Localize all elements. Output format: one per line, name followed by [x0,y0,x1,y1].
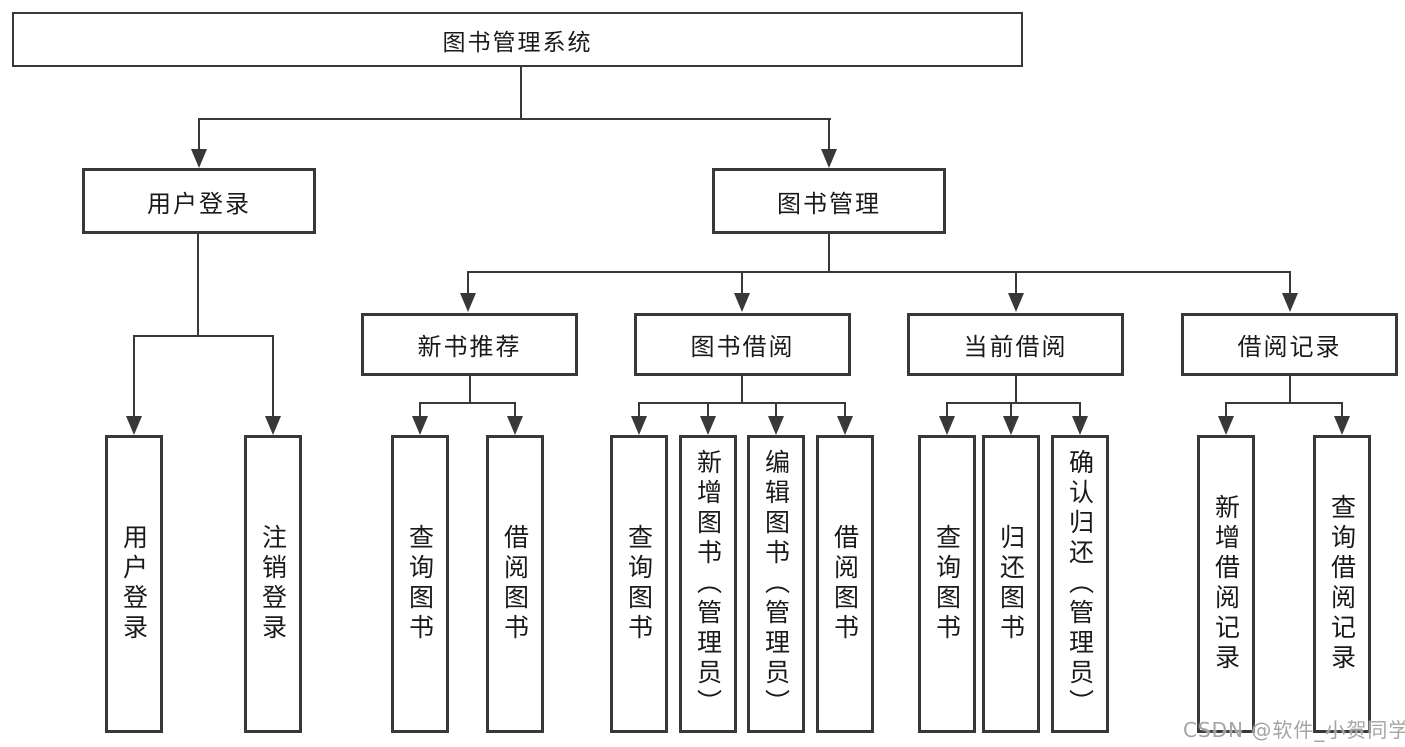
connector-line [520,66,522,119]
connector-line [419,402,421,418]
connector-line [197,234,199,337]
leaf-query-borrow-record: 查询借阅记录 [1313,435,1371,733]
leaf-logout: 注销登录 [244,435,302,733]
connector-line [638,402,846,404]
arrowhead-down [412,416,428,435]
connector-line [741,271,743,295]
arrowhead-down [1282,293,1298,312]
connector-line [775,402,777,418]
leaf-return-book: 归还图书 [982,435,1040,733]
arrowhead-down [734,293,750,312]
arrowhead-down [939,416,955,435]
leaf-borrow-books-1: 借阅图书 [486,435,544,733]
connector-line [1015,376,1017,404]
connector-line [198,118,200,151]
leaf-user-login: 用户登录 [105,435,163,733]
connector-line [467,271,469,295]
connector-line [1341,402,1343,418]
arrowhead-down [1334,416,1350,435]
arrowhead-down [507,416,523,435]
connector-line [133,335,274,337]
connector-line [707,402,709,418]
connector-line [469,376,471,404]
connector-line [1079,402,1081,418]
node-user-login: 用户登录 [82,168,316,234]
connector-line [844,402,846,418]
leaf-add-book-admin: 新增图书（管理员） [679,435,737,733]
connector-line [133,335,135,417]
connector-line [1289,271,1291,295]
node-current-borrow: 当前借阅 [907,313,1124,376]
connector-line [198,118,831,120]
leaf-add-borrow-record: 新增借阅记录 [1197,435,1255,733]
arrowhead-down [191,149,207,168]
connector-line [514,402,516,418]
connector-line [1225,402,1343,404]
leaf-confirm-return-admin: 确认归还（管理员） [1051,435,1109,733]
connector-line [1225,402,1227,418]
connector-line [467,271,1291,273]
node-new-book-recommend: 新书推荐 [361,313,578,376]
leaf-borrow-books-2: 借阅图书 [816,435,874,733]
arrowhead-down [1072,416,1088,435]
connector-line [1289,376,1291,404]
arrowhead-down [700,416,716,435]
arrowhead-down [821,149,837,168]
leaf-query-books-1: 查询图书 [391,435,449,733]
arrowhead-down [265,416,281,435]
arrowhead-down [631,416,647,435]
connector-line [828,234,830,273]
connector-line [1010,402,1012,418]
connector-line [828,118,830,151]
leaf-query-books-2: 查询图书 [610,435,668,733]
leaf-edit-book-admin: 编辑图书（管理员） [747,435,805,733]
arrowhead-down [126,416,142,435]
connector-line [946,402,1081,404]
arrowhead-down [1003,416,1019,435]
connector-line [741,376,743,404]
arrowhead-down [1218,416,1234,435]
connector-line [638,402,640,418]
connector-line [946,402,948,418]
arrowhead-down [837,416,853,435]
connector-line [272,335,274,417]
node-book-mgmt: 图书管理 [712,168,946,234]
connector-line [419,402,516,404]
connector-line [1015,271,1017,295]
arrowhead-down [768,416,784,435]
arrowhead-down [1008,293,1024,312]
node-root: 图书管理系统 [12,12,1023,67]
arrowhead-down [460,293,476,312]
node-book-borrow: 图书借阅 [634,313,851,376]
node-borrow-records: 借阅记录 [1181,313,1398,376]
leaf-query-books-3: 查询图书 [918,435,976,733]
csdn-watermark: CSDN @软件_小贺同学 [1183,718,1405,742]
